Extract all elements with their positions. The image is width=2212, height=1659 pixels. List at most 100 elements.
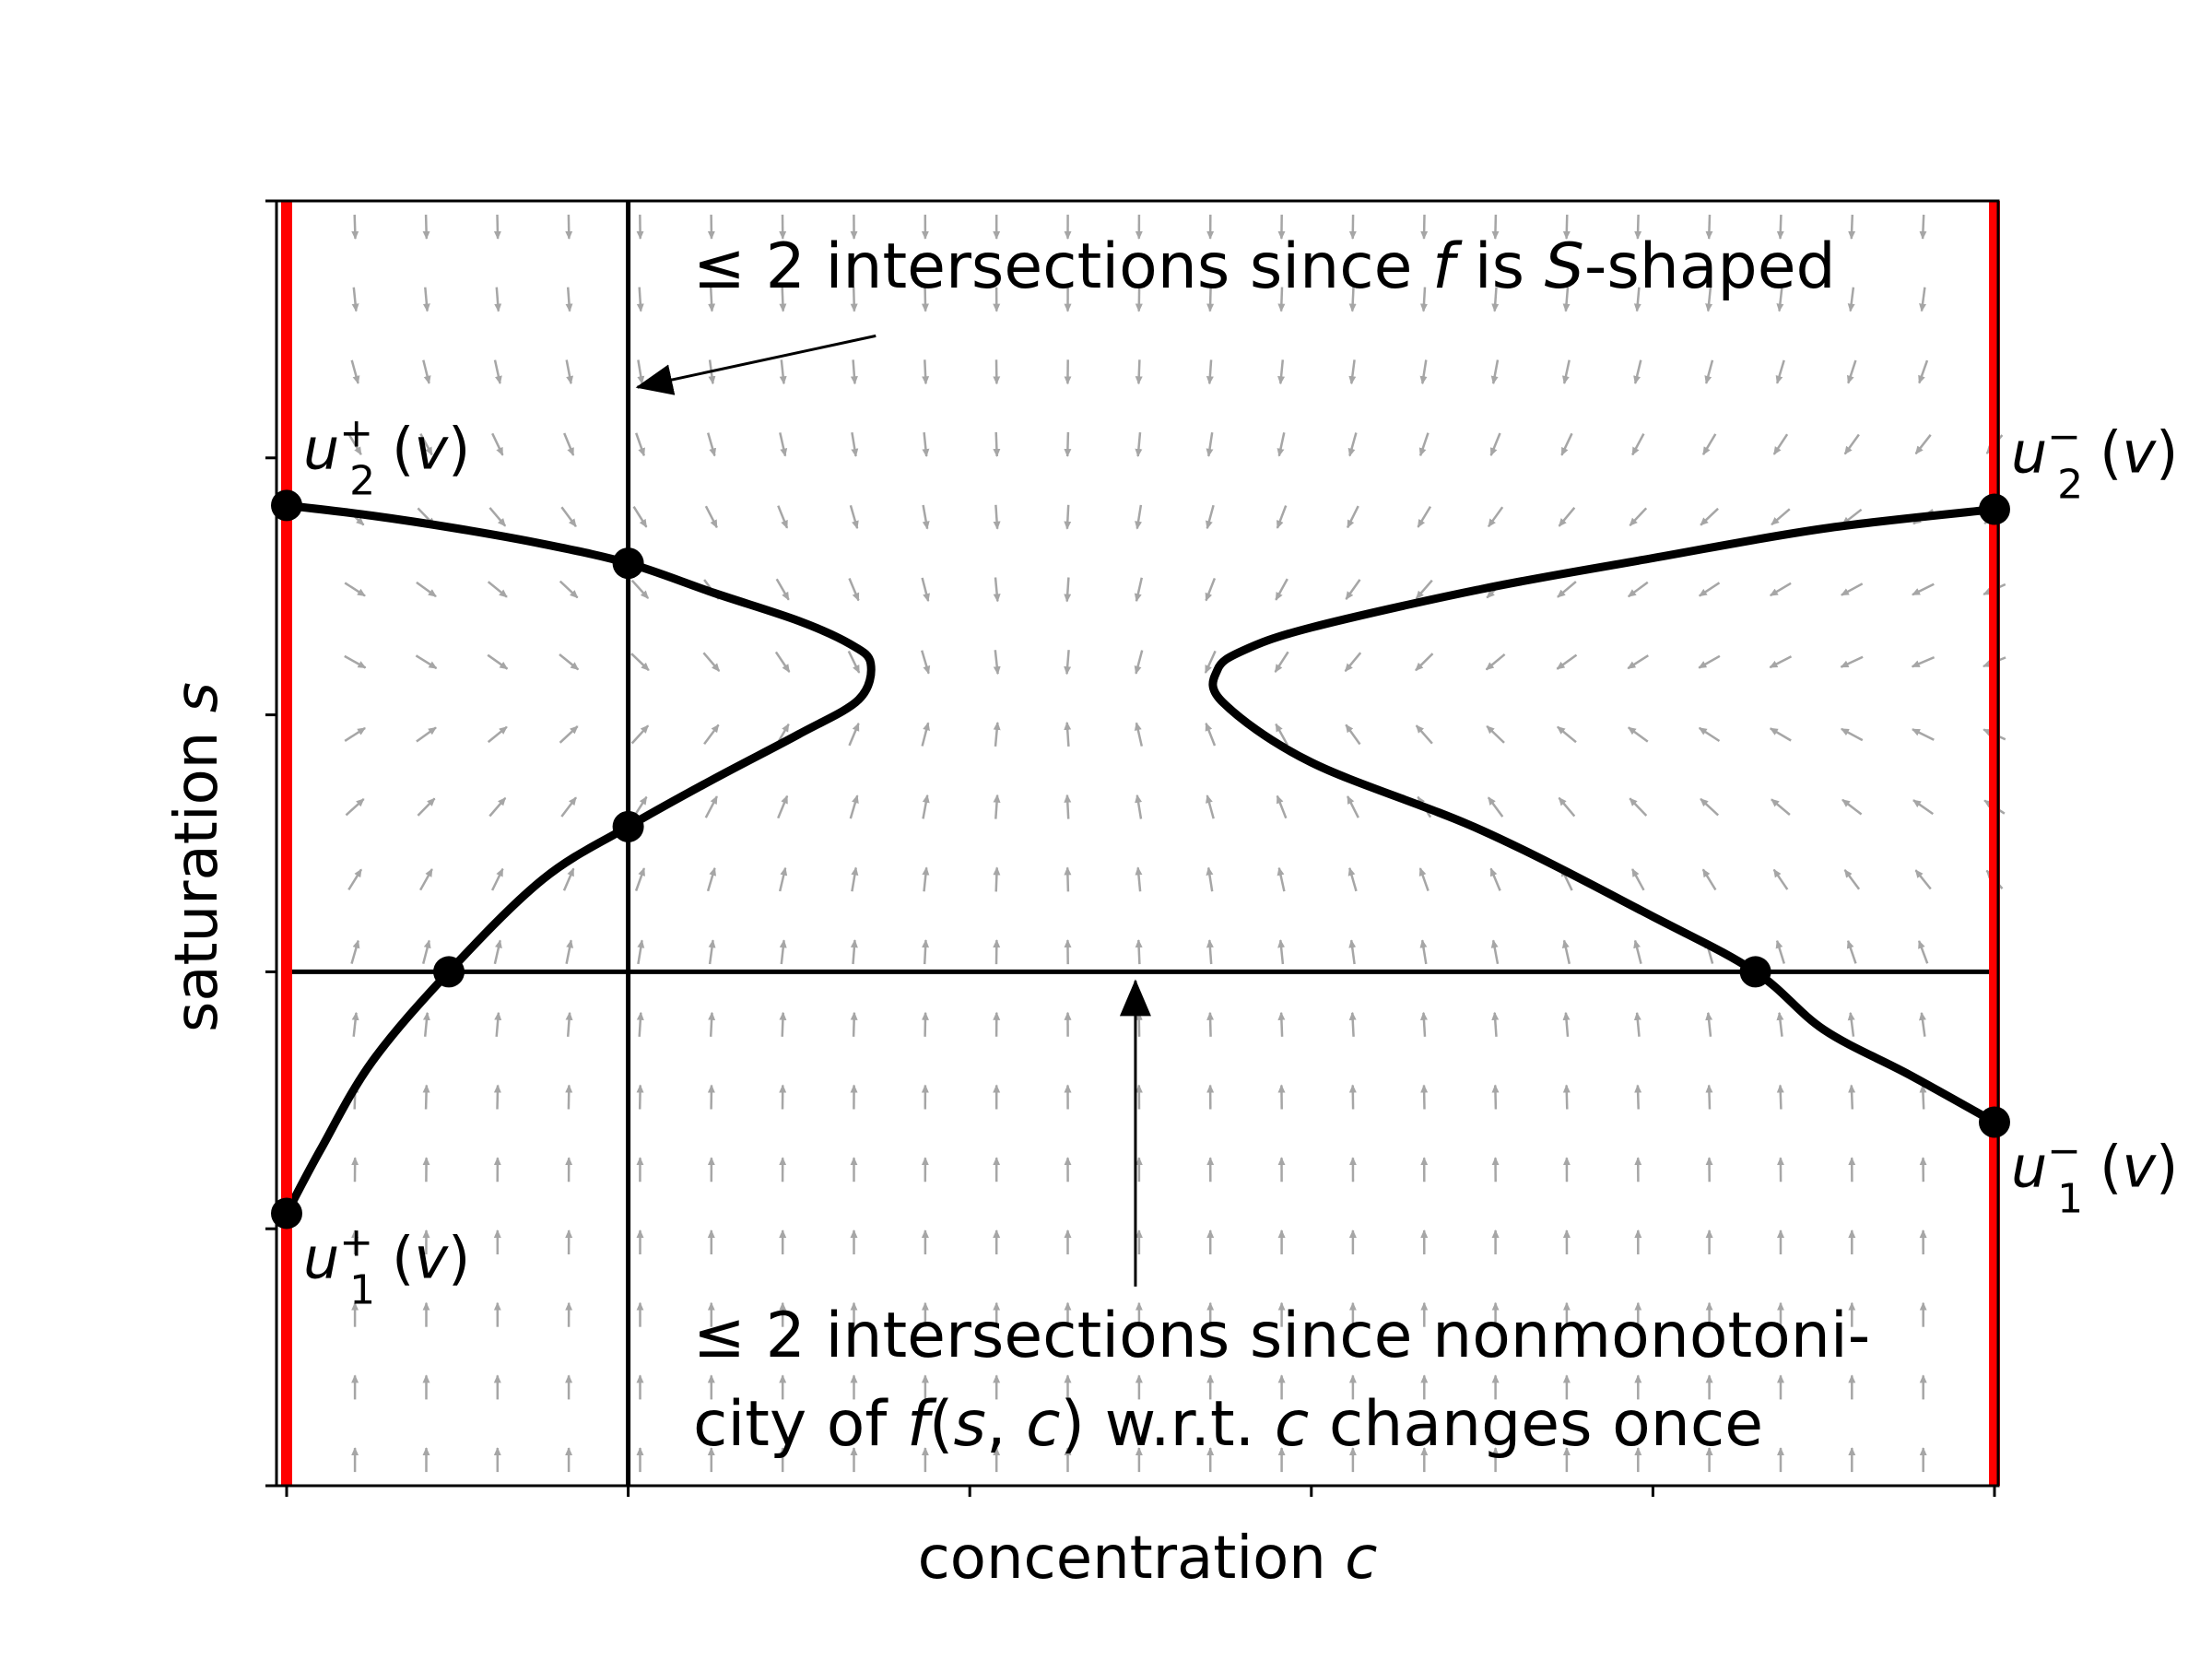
curve-right-branch [1208,505,1999,1126]
field-arrow [779,432,788,457]
field-arrow [1277,1011,1286,1037]
field-arrow [993,504,1001,530]
annotation-part: -shaped [1584,230,1836,303]
annotation-part: s [953,1388,985,1461]
point-label-v: v [2122,419,2157,487]
field-arrow [1633,1011,1641,1037]
field-arrow [1345,579,1361,600]
intersection-point [1979,493,2010,525]
field-arrow [1841,727,1864,742]
field-arrow [419,868,433,891]
field-arrow [1490,359,1500,385]
field-arrow [1562,1011,1571,1037]
field-arrow [1698,654,1721,669]
field-arrow [630,653,650,672]
field-arrow [1064,866,1072,892]
field-arrow [1775,359,1785,384]
field-arrow [777,505,789,529]
point-label-arg: ( [2100,1133,2122,1200]
field-arrow [1914,434,1932,455]
field-arrow [1556,653,1578,670]
field-arrow [1415,724,1433,745]
field-arrow [417,797,436,817]
field-arrow [1346,795,1359,818]
intersection-point [271,489,302,522]
field-arrow [1135,431,1143,457]
field-arrow [1347,432,1358,457]
field-arrow [630,724,650,745]
field-arrow [1918,359,1929,384]
point-label-sub: 2 [349,457,375,504]
field-arrow [1631,433,1645,456]
field-arrow [921,722,930,747]
field-arrow [706,866,717,892]
field-arrow [351,287,359,312]
field-arrow [1701,868,1717,891]
field-arrow [703,724,720,746]
field-arrow [1841,582,1864,596]
field-arrow [636,1084,644,1110]
point-label-sub: 1 [2057,1175,2083,1222]
field-arrow [777,794,789,819]
x-axis-label: concentration c [918,1524,1378,1593]
field-arrow [1912,582,1935,596]
field-arrow [1135,794,1143,819]
field-arrow [1420,214,1429,240]
field-arrow [1206,359,1214,385]
field-arrow [1912,728,1935,741]
field-arrow [1064,577,1072,603]
field-arrow [1418,867,1430,892]
field-arrow [1487,506,1504,528]
annotation-nonmonotonicity-line: ≤ 2 intersections since nonmonotoni- [693,1300,1870,1372]
axes [265,199,2000,1497]
field-arrow [565,1084,573,1110]
field-arrow [1205,577,1217,602]
field-arrow [993,431,1001,457]
field-arrow [922,939,930,965]
field-arrow [1841,798,1863,816]
annotation-part: ( [929,1388,954,1461]
field-arrow [565,1011,573,1037]
field-arrow [1776,1011,1784,1037]
annotation-part: S [1545,230,1584,303]
field-arrow [1562,287,1571,312]
point-label-v: v [2122,1133,2157,1200]
field-arrow [563,432,575,456]
field-arrow [1419,287,1428,312]
field-arrow [1562,214,1571,240]
field-arrow [560,506,577,528]
field-arrow [1420,1084,1429,1110]
field-arrow [493,359,502,384]
field-arrow [1772,868,1789,890]
field-arrow [1560,432,1573,456]
annotation-part: ) w.r.t. [1061,1388,1275,1461]
field-arrow [345,797,365,817]
field-arrow [1486,724,1505,744]
field-arrow [1704,359,1714,384]
field-arrow [1705,214,1713,240]
field-arrow [1348,287,1357,312]
annotation-part: changes once [1309,1388,1763,1461]
field-arrow [487,653,509,670]
point-label-sup: − [2047,1127,2081,1174]
field-arrow [1776,287,1784,312]
intersection-point [612,547,644,580]
field-arrow [993,866,1001,892]
field-arrow [1348,359,1357,385]
field-arrow [487,725,508,744]
field-arrow [1487,796,1504,818]
field-arrow [1064,721,1072,747]
field-arrow [1914,869,1932,890]
field-arrow [850,1011,858,1037]
y-axis-label-symbol: s [163,682,231,712]
intersection-point [271,1197,302,1230]
annotations: u+2(v)u+1(v)u−2(v)u−1(v)≤ 2 intersection… [303,230,2178,1461]
field-arrow [1772,433,1789,455]
field-arrow [993,794,1001,819]
point-label-arg: ( [2100,419,2122,487]
field-arrow [1634,214,1642,240]
field-arrow [1064,431,1072,457]
curve-left-branch [282,500,876,1218]
field-arrow [632,506,648,528]
field-arrow [1701,433,1717,456]
